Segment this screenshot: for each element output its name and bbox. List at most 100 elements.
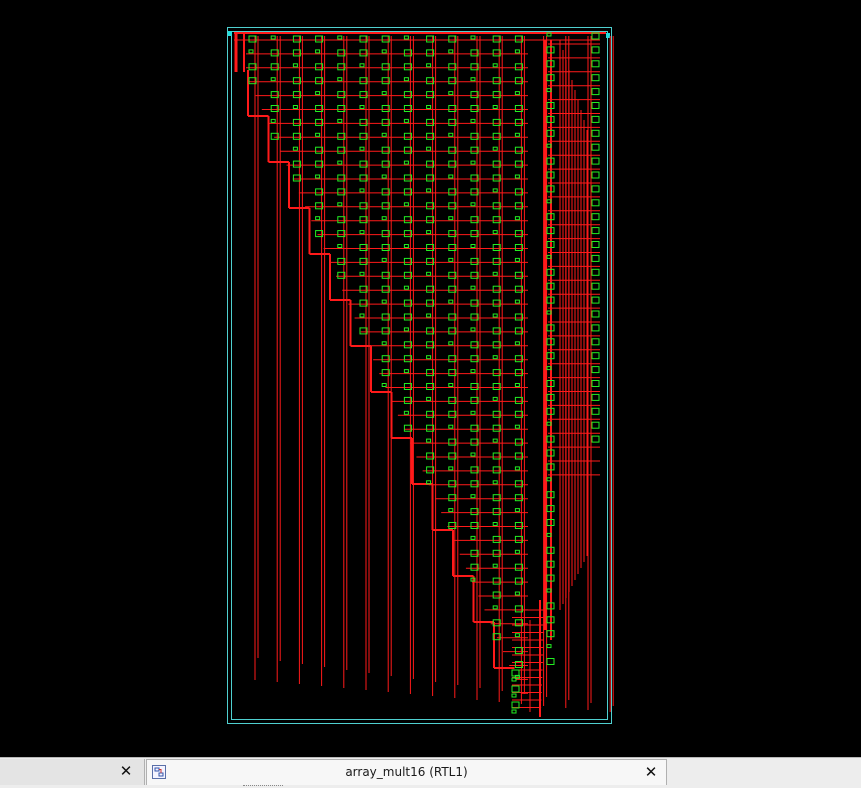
adder-cell[interactable] (514, 285, 523, 293)
and-gate-cell[interactable] (337, 160, 343, 165)
adder-cell[interactable] (381, 313, 390, 321)
and-gate-cell[interactable] (546, 644, 552, 649)
adder-cell[interactable] (426, 410, 435, 418)
adder-cell[interactable] (270, 49, 279, 57)
adder-cell[interactable] (359, 160, 368, 168)
adder-cell[interactable] (403, 230, 412, 238)
adder-cell[interactable] (315, 230, 324, 238)
and-gate-cell[interactable] (403, 160, 409, 165)
and-gate-cell[interactable] (403, 244, 409, 248)
adder-cell[interactable] (591, 199, 600, 207)
and-gate-cell[interactable] (381, 257, 387, 262)
and-gate-cell[interactable] (546, 32, 552, 37)
adder-cell[interactable] (591, 352, 600, 360)
and-gate-cell[interactable] (403, 77, 409, 82)
adder-cell[interactable] (292, 77, 301, 85)
and-gate-cell[interactable] (514, 633, 520, 638)
adder-cell[interactable] (591, 407, 600, 415)
adder-cell[interactable] (470, 174, 479, 182)
adder-cell[interactable] (381, 188, 390, 196)
adder-cell[interactable] (546, 616, 555, 624)
adder-cell[interactable] (448, 160, 457, 168)
adder-cell[interactable] (514, 438, 523, 446)
adder-cell[interactable] (514, 396, 523, 404)
adder-cell[interactable] (514, 77, 523, 85)
adder-cell[interactable] (546, 380, 555, 387)
adder-cell[interactable] (591, 46, 600, 54)
adder-cell[interactable] (470, 105, 479, 112)
adder-cell[interactable] (492, 619, 501, 627)
adder-cell[interactable] (403, 341, 412, 349)
adder-cell[interactable] (381, 77, 390, 85)
adder-cell[interactable] (403, 424, 412, 432)
adder-cell[interactable] (381, 202, 390, 210)
adder-cell[interactable] (426, 341, 435, 349)
and-gate-cell[interactable] (470, 535, 476, 540)
adder-cell[interactable] (337, 174, 346, 182)
adder-cell[interactable] (448, 522, 457, 529)
adder-cell[interactable] (403, 63, 412, 71)
adder-cell[interactable] (315, 146, 324, 154)
and-gate-cell[interactable] (403, 35, 409, 40)
and-gate-cell[interactable] (448, 174, 454, 179)
adder-cell[interactable] (492, 577, 501, 585)
adder-cell[interactable] (315, 35, 324, 43)
adder-cell[interactable] (381, 63, 390, 71)
adder-cell[interactable] (470, 257, 479, 265)
adder-cell[interactable] (546, 185, 555, 193)
adder-cell[interactable] (591, 129, 600, 137)
and-gate-cell[interactable] (381, 174, 387, 179)
adder-cell[interactable] (492, 508, 501, 516)
adder-cell[interactable] (292, 91, 301, 99)
and-gate-cell[interactable] (448, 299, 454, 304)
adder-cell[interactable] (448, 494, 457, 502)
adder-cell[interactable] (426, 299, 435, 307)
adder-cell[interactable] (546, 129, 555, 137)
adder-cell[interactable] (470, 230, 479, 238)
and-gate-cell[interactable] (546, 588, 552, 593)
and-gate-cell[interactable] (492, 188, 498, 193)
tab-previous[interactable]: ✕ (0, 759, 145, 785)
adder-cell[interactable] (426, 202, 435, 210)
adder-cell[interactable] (470, 466, 479, 474)
adder-cell[interactable] (359, 299, 368, 307)
adder-cell[interactable] (514, 647, 523, 655)
adder-cell[interactable] (359, 257, 368, 265)
adder-cell[interactable] (492, 49, 501, 57)
adder-cell[interactable] (492, 160, 501, 168)
adder-cell[interactable] (511, 669, 520, 677)
and-gate-cell[interactable] (381, 341, 387, 346)
and-gate-cell[interactable] (514, 508, 520, 513)
adder-cell[interactable] (292, 35, 301, 43)
adder-cell[interactable] (270, 91, 279, 99)
and-gate-cell[interactable] (403, 369, 409, 374)
adder-cell[interactable] (270, 132, 279, 140)
adder-cell[interactable] (403, 132, 412, 140)
adder-cell[interactable] (514, 410, 523, 418)
adder-cell[interactable] (359, 91, 368, 99)
and-gate-cell[interactable] (426, 188, 432, 193)
adder-cell[interactable] (359, 77, 368, 85)
adder-cell[interactable] (546, 407, 555, 415)
adder-cell[interactable] (514, 313, 523, 321)
adder-cell[interactable] (492, 299, 501, 307)
and-gate-cell[interactable] (448, 508, 454, 513)
and-gate-cell[interactable] (426, 230, 432, 235)
adder-cell[interactable] (381, 160, 390, 168)
adder-cell[interactable] (514, 577, 523, 585)
adder-cell[interactable] (426, 244, 435, 251)
and-gate-cell[interactable] (514, 174, 520, 179)
adder-cell[interactable] (492, 202, 501, 210)
adder-cell[interactable] (514, 105, 523, 112)
and-gate-cell[interactable] (546, 254, 552, 259)
and-gate-cell[interactable] (448, 216, 454, 221)
adder-cell[interactable] (492, 174, 501, 182)
adder-cell[interactable] (470, 188, 479, 196)
and-gate-cell[interactable] (448, 383, 454, 387)
adder-cell[interactable] (591, 88, 600, 96)
adder-cell[interactable] (470, 396, 479, 404)
adder-cell[interactable] (591, 143, 600, 151)
and-gate-cell[interactable] (426, 105, 432, 109)
and-gate-cell[interactable] (337, 35, 343, 40)
adder-cell[interactable] (448, 480, 457, 488)
